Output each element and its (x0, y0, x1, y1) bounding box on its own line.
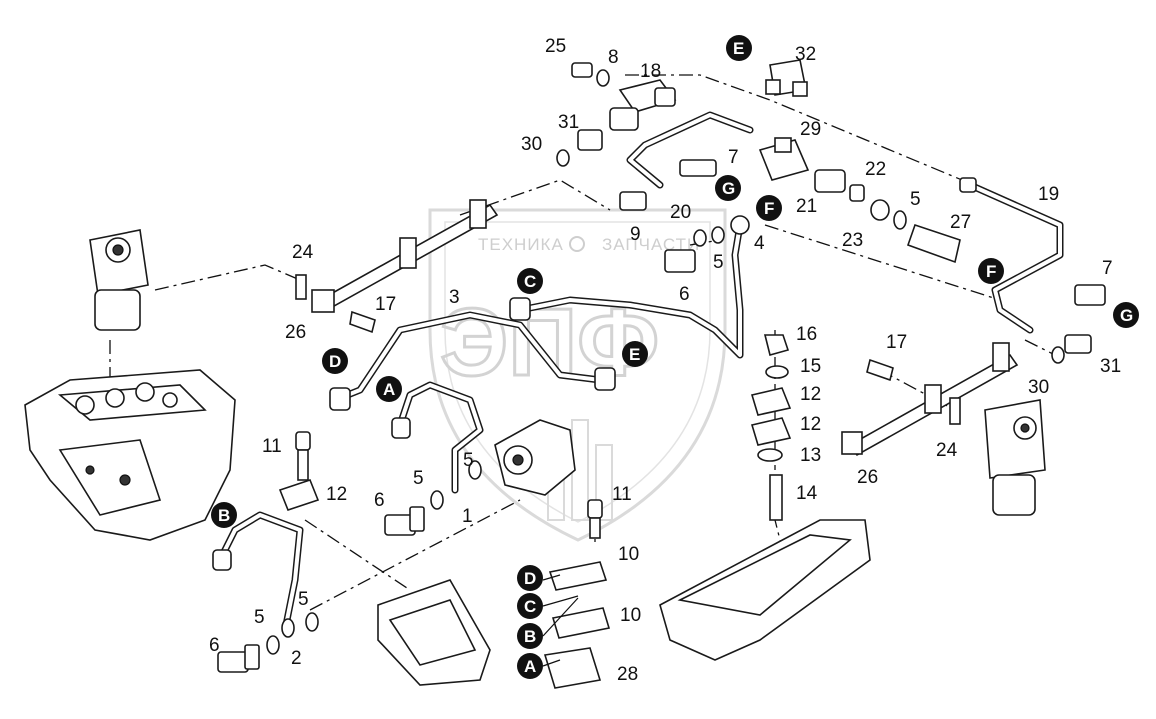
callout: 20 (670, 202, 691, 223)
svg-text:F: F (764, 199, 774, 218)
callout: 5 (254, 607, 265, 628)
marker-leaders (542, 574, 579, 667)
svg-text:G: G (722, 179, 735, 198)
svg-text:G: G (1120, 306, 1133, 325)
callout: 24 (292, 242, 314, 263)
callout: 2 (291, 648, 302, 669)
callout: 8 (608, 47, 619, 68)
marker-f-top: F (756, 195, 782, 221)
callout: 11 (262, 436, 282, 457)
marker-a-bottom: A (517, 653, 543, 679)
callout: 10 (620, 605, 641, 626)
callout: 14 (796, 483, 818, 504)
casings (377, 519, 871, 686)
marker-d-left: D (322, 348, 348, 374)
fittings (212, 59, 1106, 689)
callout: 30 (1028, 377, 1049, 398)
steering-valve-left (89, 229, 149, 331)
marker-b-bottom: B (517, 623, 543, 649)
engine-block (24, 369, 236, 541)
callout: 32 (795, 44, 816, 65)
callout: 10 (618, 544, 639, 565)
callout: 9 (630, 224, 641, 245)
svg-text:E: E (629, 345, 640, 364)
marker-e-mid: E (622, 341, 648, 367)
callout: 28 (617, 664, 638, 685)
steering-valve-right (984, 399, 1046, 516)
callout: 17 (886, 332, 907, 353)
marker-e-top: E (726, 35, 752, 61)
callout: 7 (728, 147, 739, 168)
callout: 6 (209, 635, 220, 656)
callout: 12 (800, 414, 821, 435)
svg-text:D: D (329, 352, 341, 371)
callout: 3 (449, 287, 460, 308)
callout: 6 (679, 284, 690, 305)
callout: 7 (1102, 258, 1113, 279)
callout-numbers: 25 8 18 32 31 30 29 7 22 5 19 9 20 21 23… (209, 36, 1121, 685)
callout: 26 (857, 467, 878, 488)
callout: 18 (640, 61, 661, 82)
svg-text:A: A (383, 380, 395, 399)
callout: 16 (796, 324, 817, 345)
callout: 17 (375, 294, 396, 315)
callout: 30 (521, 134, 542, 155)
callout: 5 (463, 450, 474, 471)
letter-markers: E G F C E F D A G B D C B A (211, 35, 1139, 679)
callout: 23 (842, 230, 863, 251)
callout: 5 (298, 589, 309, 610)
callout: 4 (754, 233, 765, 254)
marker-b-left: B (211, 502, 237, 528)
gear-icon (569, 236, 585, 252)
svg-text:C: C (524, 597, 536, 616)
callout: 12 (800, 384, 821, 405)
watermark-left-text: ТЕХНИКА (478, 235, 564, 254)
callout: 29 (800, 119, 821, 140)
callout: 26 (285, 322, 306, 343)
callout: 5 (910, 189, 921, 210)
svg-text:E: E (733, 39, 744, 58)
callout: 31 (558, 112, 579, 133)
marker-d-bottom: D (517, 565, 543, 591)
callout: 5 (713, 252, 724, 273)
marker-g-right: G (1113, 302, 1139, 328)
callout: 25 (545, 36, 566, 57)
svg-text:D: D (524, 569, 536, 588)
bracket-rail-left (295, 199, 499, 313)
marker-g-top: G (715, 175, 741, 201)
callout: 15 (800, 356, 821, 377)
marker-f-right: F (978, 258, 1004, 284)
svg-text:C: C (524, 272, 536, 291)
svg-text:B: B (218, 506, 230, 525)
callout: 27 (950, 212, 971, 233)
svg-text:F: F (986, 262, 996, 281)
pipes (216, 111, 1064, 634)
callout: 13 (800, 445, 821, 466)
callout: 6 (374, 490, 385, 511)
callout: 31 (1100, 356, 1121, 377)
callout: 22 (865, 159, 886, 180)
callout: 24 (936, 440, 958, 461)
callout: 5 (413, 468, 424, 489)
callout: 11 (612, 484, 632, 505)
marker-a-left: A (376, 376, 402, 402)
svg-text:B: B (524, 627, 536, 646)
marker-c-mid: C (517, 268, 543, 294)
marker-c-bottom: C (517, 593, 543, 619)
bracket-rail-right (841, 342, 1019, 457)
callout: 12 (326, 484, 347, 505)
callout: 1 (462, 506, 473, 527)
callout: 19 (1038, 184, 1059, 205)
svg-text:A: A (524, 657, 536, 676)
callout: 21 (796, 196, 817, 217)
